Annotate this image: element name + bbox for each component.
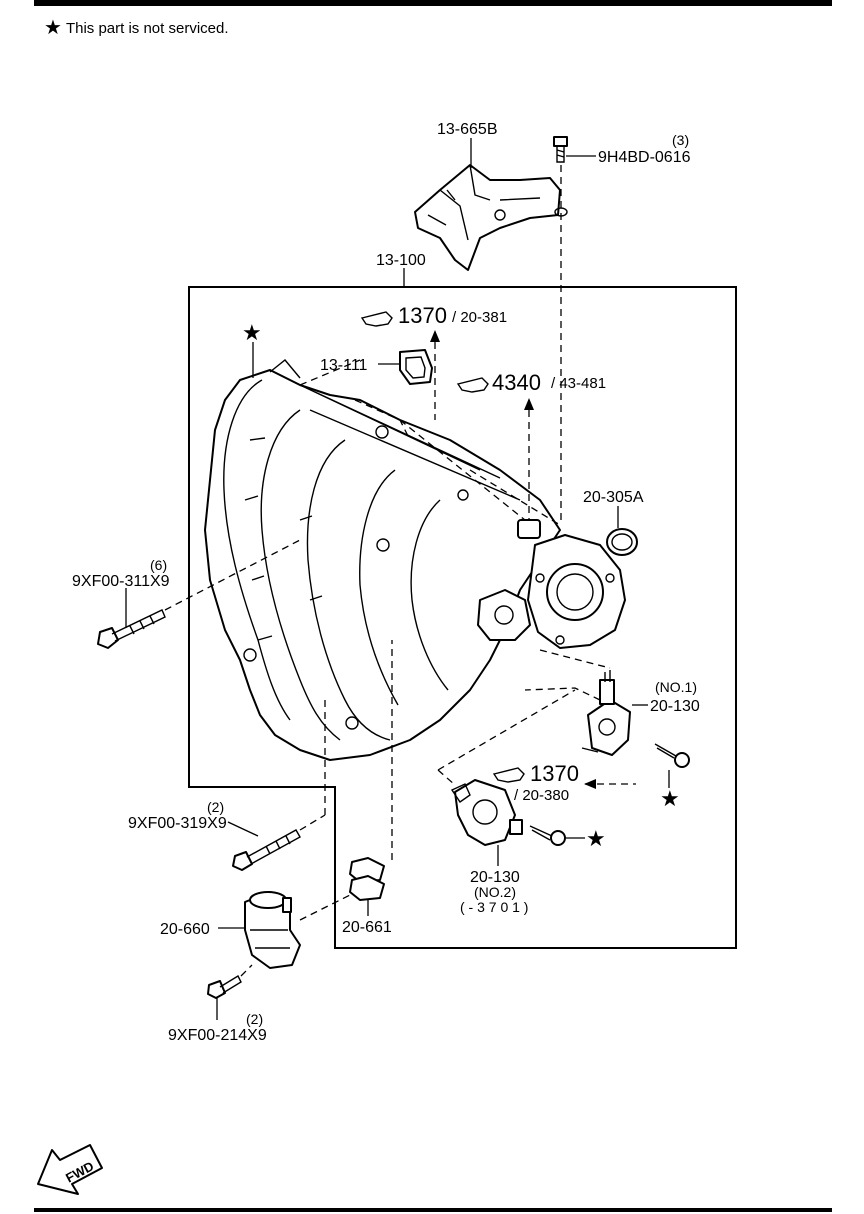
assembly-box	[188, 286, 737, 949]
top-bolt-part	[553, 136, 568, 163]
left-bolt-label: 9XF00-311X9	[72, 573, 170, 590]
dashed-line	[437, 689, 576, 786]
hand-pointer-icon	[492, 767, 525, 783]
ref-1370-top: 1370	[398, 303, 447, 328]
not-serviced-note: ★ This part is not serviced.	[44, 18, 229, 38]
ref-1370-top-sub: / 20-381	[452, 309, 507, 326]
top-bolt-label: 9H4BD-0616	[598, 149, 691, 166]
dashed-line	[299, 814, 326, 831]
solenoid-gasket-label: 20-661	[342, 919, 392, 936]
mid-bolt-qty: (2)	[207, 799, 224, 815]
star-icon: ★	[44, 17, 62, 39]
arrow-head	[584, 779, 596, 789]
valve-no1-screw-part	[654, 743, 690, 768]
arrow-head	[524, 398, 534, 410]
bottom-rule	[34, 1208, 832, 1212]
solenoid-label: 20-660	[160, 921, 210, 938]
valve-no2-range: ( - 3 7 0 1 )	[460, 899, 528, 915]
top-bolt-qty: (3)	[672, 132, 689, 148]
dashed-line	[164, 539, 301, 611]
valve-no2-label: 20-130	[470, 869, 520, 886]
valve-no1-note: (NO.1)	[655, 679, 697, 695]
dashed-line	[524, 649, 611, 701]
mid-bolt-label: 9XF00-319X9	[128, 815, 227, 832]
mid-bolt-part	[232, 829, 301, 871]
low-bolt-part	[207, 975, 242, 999]
arrow-head	[430, 330, 440, 342]
ref-1370-mid: 1370	[530, 761, 579, 786]
valve-no1-part	[581, 670, 631, 756]
fwd-arrow-icon: FWD	[37, 1144, 103, 1195]
star-icon: ★	[660, 786, 680, 811]
left-bolt-qty: (6)	[150, 557, 167, 573]
hand-pointer-icon	[456, 377, 489, 393]
dashed-line	[240, 964, 253, 977]
low-bolt-qty: (2)	[246, 1011, 263, 1027]
note-text: This part is not serviced.	[65, 19, 229, 37]
star-icon: ★	[242, 320, 262, 345]
left-bolt-part	[97, 609, 166, 649]
throttle-body-part	[477, 519, 626, 649]
dashed-line	[299, 359, 561, 526]
o-ring-label: 20-305A	[583, 489, 644, 506]
gasket-part	[399, 349, 433, 385]
top-rule	[34, 0, 832, 6]
valve-no2-part	[450, 779, 523, 846]
ref-1370-mid-sub: / 20-380	[514, 787, 569, 804]
ref-4340: 4340	[492, 370, 541, 395]
valve-no1-label: 20-130	[650, 698, 700, 715]
ref-4340-sub: / 43-481	[551, 375, 606, 392]
leader	[227, 821, 259, 837]
o-ring-part	[606, 528, 638, 556]
low-bolt-label: 9XF00-214X9	[168, 1027, 267, 1044]
solenoid-part	[244, 891, 301, 969]
gasket-label: 13-111	[320, 357, 368, 374]
bracket-part	[414, 164, 568, 271]
manifold-label: 13-100	[376, 252, 426, 269]
valve-no2-screw-part	[529, 825, 566, 846]
hand-pointer-icon	[360, 311, 393, 327]
star-icon: ★	[586, 826, 606, 851]
dashed-line	[299, 894, 351, 921]
intake-manifold-part	[204, 359, 561, 761]
solenoid-gasket-part	[349, 857, 385, 901]
bracket-label: 13-665B	[437, 121, 498, 138]
valve-no2-note: (NO.2)	[474, 884, 516, 900]
